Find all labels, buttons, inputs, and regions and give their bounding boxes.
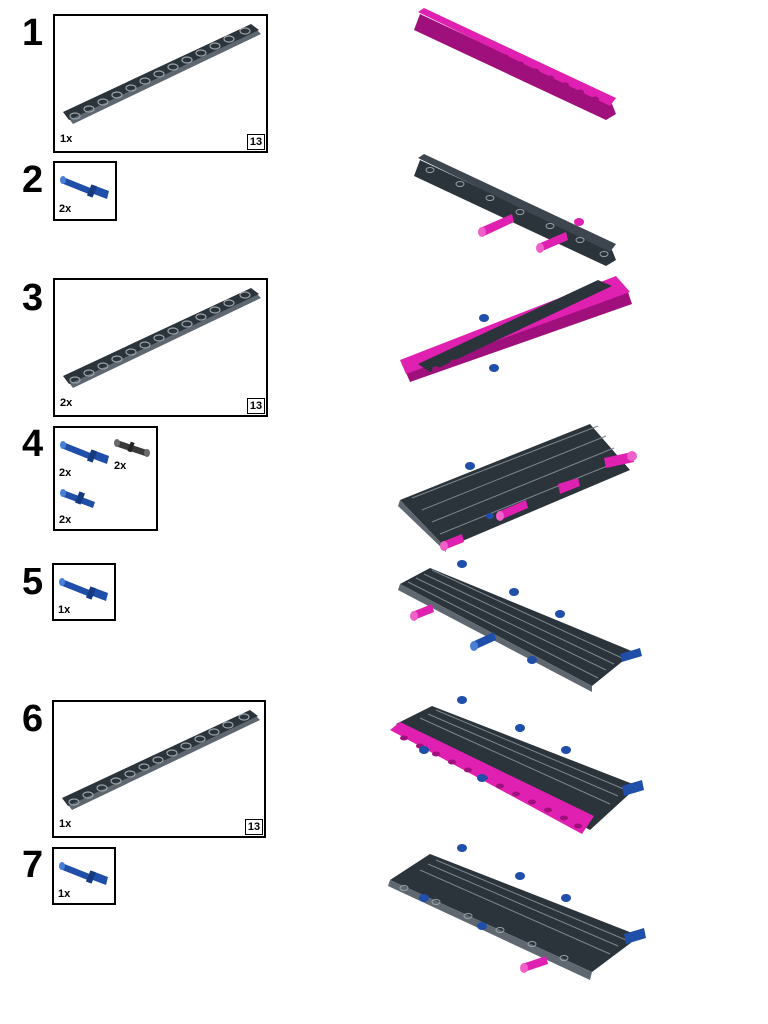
assembly-illustrations (388, 8, 646, 980)
step-number: 3 (22, 277, 44, 319)
beam-length-badge: 13 (247, 134, 265, 150)
step-number: 7 (22, 844, 44, 886)
assembly-step-5 (398, 560, 642, 692)
step-number: 1 (22, 12, 44, 54)
beam-length-badge: 13 (247, 398, 265, 414)
parts-callout: 2x 2x 2x (53, 426, 158, 531)
parts-callout: 1x (52, 847, 116, 905)
step-number: 2 (22, 159, 44, 201)
liftarm-13-icon (63, 24, 261, 124)
part-quantity: 2x (60, 397, 73, 409)
parts-callout: 2x (53, 161, 117, 221)
step-number: 5 (22, 561, 44, 603)
part-quantity: 1x (58, 604, 71, 616)
step-number: 6 (22, 698, 44, 740)
blue-axle-pin-icon (59, 862, 108, 885)
part-quantity: 2x (59, 203, 72, 215)
parts-callout: 1x 13 (52, 700, 266, 838)
assembly-step-4 (398, 424, 637, 552)
assembly-step-6 (390, 696, 644, 834)
part-quantity: 1x (60, 133, 73, 145)
assembly-step-2 (414, 154, 616, 266)
blue-axle-pin-icon (59, 578, 108, 601)
blue-axle-pin-icon (60, 441, 109, 464)
assembly-step-3 (400, 276, 632, 382)
assembly-step-1 (414, 8, 616, 120)
black-friction-pin-icon (114, 439, 150, 457)
part-quantity: 1x (58, 888, 71, 900)
step-number: 4 (22, 423, 44, 465)
assembly-step-7 (388, 844, 646, 980)
part-quantity: 2x (114, 460, 127, 472)
blue-axle-pin-icon (60, 176, 109, 199)
parts-callout: 2x 13 (53, 278, 268, 417)
liftarm-13-icon (63, 288, 261, 388)
liftarm-13-icon (62, 710, 260, 810)
parts-callout: 1x (52, 563, 116, 621)
part-quantity: 2x (59, 467, 72, 479)
blue-short-pin-icon (60, 489, 95, 508)
parts-callout: 1x 13 (53, 14, 268, 153)
part-quantity: 2x (59, 514, 72, 526)
part-quantity: 1x (59, 818, 72, 830)
beam-length-badge: 13 (245, 819, 263, 835)
